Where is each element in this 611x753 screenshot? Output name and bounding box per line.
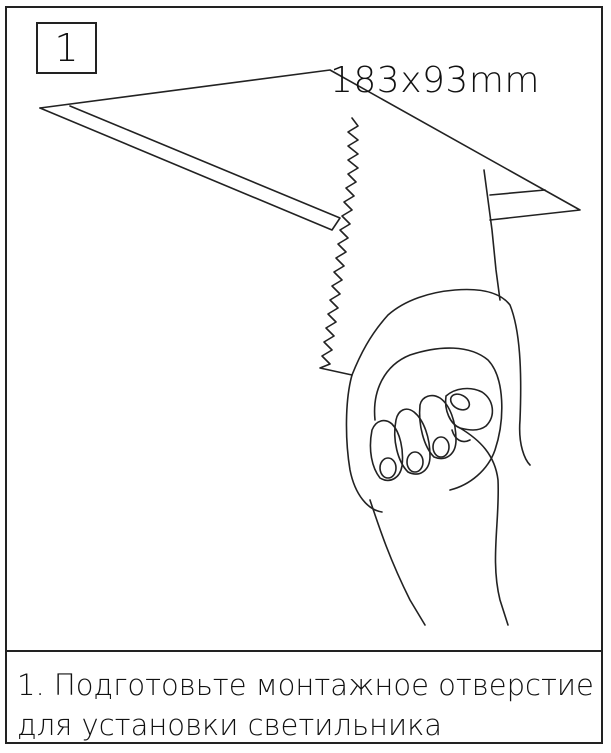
handle-grip-hole <box>373 347 503 491</box>
ceiling-panel-edge <box>39 105 341 231</box>
finger-1 <box>369 419 404 482</box>
caption-divider <box>5 650 603 652</box>
step-number-box: 1 <box>36 22 97 74</box>
saw-handle <box>351 288 531 466</box>
finger-3 <box>418 394 457 460</box>
saw-cutting-illustration <box>39 69 581 626</box>
saw-blade-teeth <box>319 117 359 376</box>
ceiling-panel <box>39 69 581 221</box>
saw-blade-back <box>483 169 501 301</box>
step-number: 1 <box>54 26 79 70</box>
instruction-card <box>5 6 603 744</box>
caption-line-2: для установки светильника <box>17 708 443 742</box>
cutout-dimensions: 183x93mm <box>330 60 540 101</box>
thumb <box>444 387 494 431</box>
caption-line-1: 1. Подготовьте монтажное отверстие <box>17 668 594 702</box>
hand-back <box>459 427 509 626</box>
wrist <box>369 499 426 626</box>
instruction-caption: 1. Подготовьте монтажное отверстие для у… <box>17 665 597 745</box>
finger-2 <box>393 408 431 475</box>
